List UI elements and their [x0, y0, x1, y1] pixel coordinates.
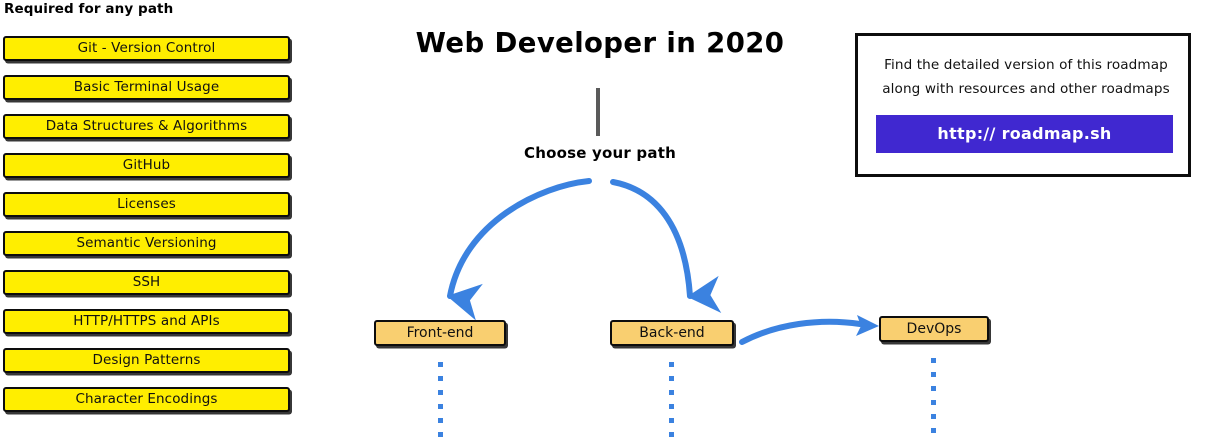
dotted-trail-back-end [669, 362, 674, 437]
required-item-character-encodings[interactable]: Character Encodings [3, 387, 290, 412]
dotted-trail-devops [931, 358, 936, 436]
page-title: Web Developer in 2020 [415, 27, 785, 59]
trail-dot [669, 362, 674, 367]
required-section-heading: Required for any path [4, 1, 174, 17]
trail-dot [931, 428, 936, 433]
roadmap-info-card: Find the detailed version of this roadma… [855, 33, 1191, 177]
arrow-to-front-end [446, 178, 592, 321]
trail-dot [438, 418, 443, 423]
required-item-basic-terminal-usage[interactable]: Basic Terminal Usage [3, 75, 290, 100]
required-item-semantic-versioning[interactable]: Semantic Versioning [3, 231, 290, 256]
trail-dot [438, 376, 443, 381]
trail-dot [438, 404, 443, 409]
required-item-ssh[interactable]: SSH [3, 270, 290, 295]
path-node-label: Back-end [639, 325, 705, 341]
required-item-design-patterns[interactable]: Design Patterns [3, 348, 290, 373]
roadmap-card-line-2: along with resources and other roadmaps [882, 81, 1170, 97]
trail-dot [931, 358, 936, 363]
required-item-label: Design Patterns [92, 351, 201, 368]
trail-dot [669, 418, 674, 423]
path-node-devops[interactable]: DevOps [879, 316, 989, 342]
required-item-label: HTTP/HTTPS and APIs [73, 312, 220, 329]
roadmap-sh-link-label: http:// roadmap.sh [937, 124, 1112, 143]
required-item-label: Git - Version Control [77, 39, 216, 56]
trail-dot [931, 386, 936, 391]
path-node-front-end[interactable]: Front-end [374, 320, 506, 346]
arrowhead-devops [856, 315, 879, 336]
required-item-label: GitHub [122, 156, 171, 173]
trail-dot [931, 372, 936, 377]
dotted-trail-front-end [438, 362, 443, 437]
trail-dot [669, 404, 674, 409]
required-item-git-version-control[interactable]: Git - Version Control [3, 36, 290, 61]
required-item-label: Semantic Versioning [76, 234, 217, 251]
roadmap-card-line-1: Find the detailed version of this roadma… [884, 57, 1168, 73]
required-item-label: Data Structures & Algorithms [45, 117, 248, 134]
arrow-back-end-to-devops [739, 318, 863, 345]
required-item-label: Character Encodings [75, 390, 218, 407]
choose-your-path-label: Choose your path [524, 144, 676, 162]
trail-dot [669, 432, 674, 437]
trail-dot [669, 376, 674, 381]
trail-dot [931, 414, 936, 419]
trail-dot [669, 390, 674, 395]
trail-dot [438, 390, 443, 395]
trail-dot [438, 432, 443, 437]
required-item-label: Basic Terminal Usage [73, 78, 220, 95]
trail-dot [438, 362, 443, 367]
path-node-back-end[interactable]: Back-end [610, 320, 734, 346]
path-node-label: DevOps [906, 321, 962, 337]
path-node-label: Front-end [406, 325, 474, 341]
required-item-github[interactable]: GitHub [3, 153, 290, 178]
required-item-label: SSH [132, 273, 161, 290]
required-item-data-structures-algorithms[interactable]: Data Structures & Algorithms [3, 114, 290, 139]
trail-dot [931, 400, 936, 405]
arrow-to-back-end [610, 179, 722, 314]
required-item-licenses[interactable]: Licenses [3, 192, 290, 217]
required-item-label: Licenses [117, 195, 176, 212]
roadmap-sh-link-button[interactable]: http:// roadmap.sh [876, 115, 1173, 153]
required-item-http-https-and-apis[interactable]: HTTP/HTTPS and APIs [3, 309, 290, 334]
required-for-any-path-section: Required for any path Git - Version Cont… [0, 0, 300, 436]
title-connector-line [596, 88, 600, 136]
